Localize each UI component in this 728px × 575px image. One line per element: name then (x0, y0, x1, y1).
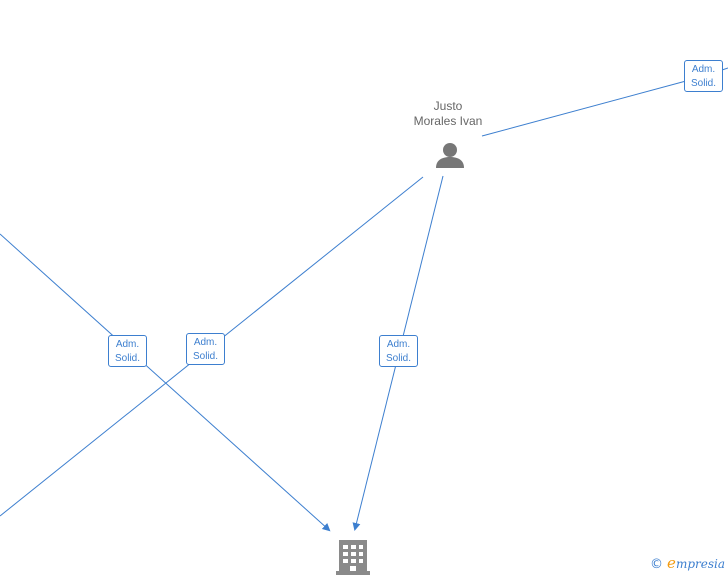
brand-logo-text: mpresia (675, 557, 725, 571)
edge-label-person-to-bottom-left[interactable]: Adm. Solid. (186, 333, 225, 365)
edge-left-to-company (0, 233, 331, 532)
edge-person-to-top-right (481, 80, 687, 137)
person-name-line2: Morales Ivan (413, 114, 483, 128)
edge-label-left-to-company[interactable]: Adm. Solid. (108, 335, 147, 367)
person-name-line1: Justo (433, 99, 463, 113)
edge-label-person-to-company[interactable]: Adm. Solid. (379, 335, 418, 367)
edge-label-role-detail: Solid. (192, 351, 218, 362)
edge-label-role: Adm. (115, 339, 140, 350)
brand-logo-initial: e (667, 554, 676, 572)
edge-label-role: Adm. (691, 64, 716, 75)
edge-top-right-stub (721, 67, 728, 71)
building-icon[interactable] (336, 540, 370, 575)
edge-label-top-right[interactable]: Adm. Solid. (684, 60, 723, 92)
person-icon[interactable] (436, 143, 464, 168)
edge-label-role-detail: Solid. (114, 353, 140, 364)
empresia-watermark: ©empresia (650, 554, 725, 572)
person-name[interactable]: Justo Morales Ivan (398, 99, 498, 129)
edge-label-role-detail: Solid. (690, 78, 716, 89)
edge-label-role-detail: Solid. (385, 353, 411, 364)
edge-label-role: Adm. (386, 339, 411, 350)
edge-label-role: Adm. (193, 337, 218, 348)
copyright-icon: © (650, 557, 664, 572)
